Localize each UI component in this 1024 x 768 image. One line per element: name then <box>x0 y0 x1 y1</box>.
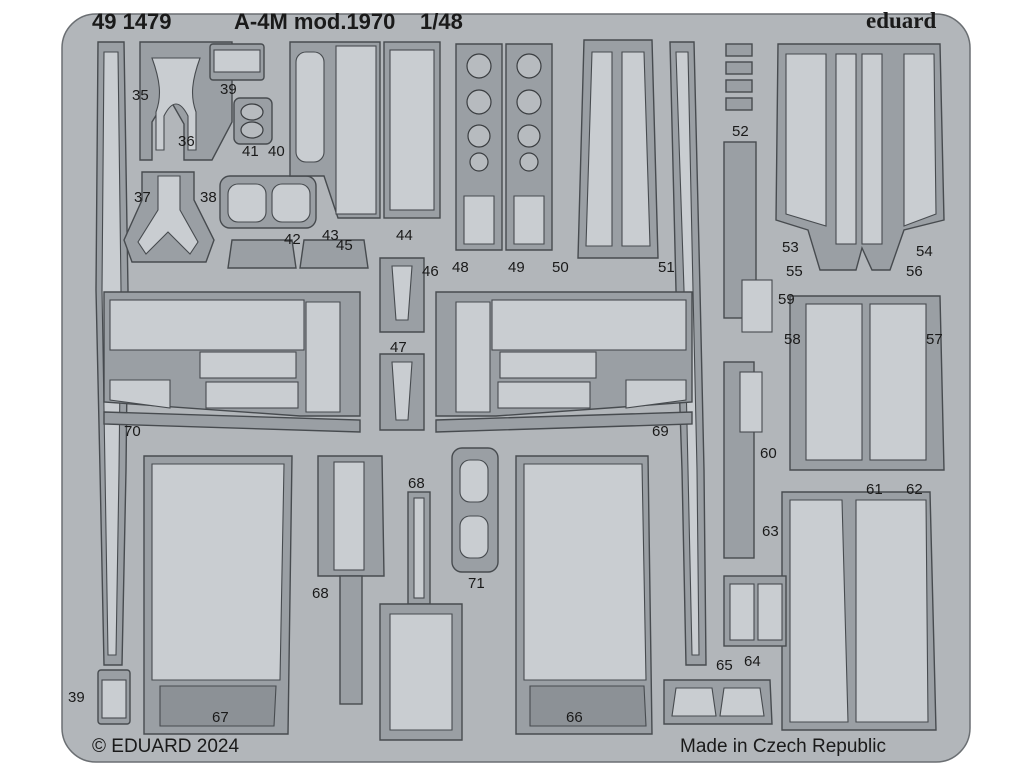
label-44: 44 <box>396 227 413 244</box>
label-70: 70 <box>124 423 141 440</box>
label-57: 57 <box>926 331 943 348</box>
label-54: 54 <box>916 243 933 260</box>
label-62: 62 <box>906 481 923 498</box>
label-35: 35 <box>132 87 149 104</box>
part-66-door <box>515 455 653 735</box>
label-64: 64 <box>744 653 761 670</box>
part-43 <box>289 41 381 219</box>
part-67-door <box>143 455 293 735</box>
catalog-number: 49 1479 <box>92 9 172 34</box>
part-59 <box>723 141 773 333</box>
part-47 <box>379 353 425 431</box>
part-60 <box>723 361 763 559</box>
label-59: 59 <box>778 291 795 308</box>
label-71: 71 <box>468 575 485 592</box>
label-48: 48 <box>452 259 469 276</box>
label-69: 69 <box>652 423 669 440</box>
label-58: 58 <box>784 331 801 348</box>
part-57-58 <box>789 295 945 471</box>
part-50-51 <box>577 39 659 259</box>
part-44 <box>383 41 441 219</box>
label-49: 49 <box>508 259 525 276</box>
part-lower-hinge-strip <box>103 411 693 433</box>
part-53-56-frame <box>775 43 945 271</box>
part-68-left <box>317 455 385 705</box>
label-53: 53 <box>782 239 799 256</box>
label-66: 66 <box>566 709 583 726</box>
part-number-labels: 35 36 39 41 40 37 38 42 43 44 45 46 47 4… <box>68 81 943 726</box>
part-37 <box>123 171 215 263</box>
part-40-41 <box>233 97 273 145</box>
label-36: 36 <box>178 133 195 150</box>
label-52: 52 <box>732 123 749 140</box>
label-55: 55 <box>786 263 803 280</box>
part-46 <box>379 257 425 333</box>
part-38-42 <box>219 175 317 229</box>
label-56: 56 <box>906 263 923 280</box>
part-45-pair <box>227 239 369 269</box>
label-37: 37 <box>134 189 151 206</box>
part-39-upper <box>209 43 265 81</box>
part-49 <box>505 43 553 251</box>
part-64 <box>723 575 787 647</box>
part-69-panel <box>435 291 693 417</box>
label-67: 67 <box>212 709 229 726</box>
part-71 <box>451 447 499 573</box>
label-63: 63 <box>762 523 779 540</box>
label-51: 51 <box>658 259 675 276</box>
label-43: 43 <box>322 227 339 244</box>
label-38: 38 <box>200 189 217 206</box>
label-40: 40 <box>268 143 285 160</box>
label-39-lower: 39 <box>68 689 85 706</box>
label-65: 65 <box>716 657 733 674</box>
copyright-text: © EDUARD 2024 <box>92 736 239 757</box>
part-52-stack <box>725 43 753 111</box>
part-61-62 <box>781 491 937 731</box>
part-65 <box>663 679 773 725</box>
label-60: 60 <box>760 445 777 462</box>
label-39-upper: 39 <box>220 81 237 98</box>
part-70-panel <box>103 291 361 417</box>
label-68-left: 68 <box>312 585 329 602</box>
label-47: 47 <box>390 339 407 356</box>
part-39-lower <box>97 669 131 725</box>
kit-scale: 1/48 <box>420 9 463 34</box>
part-68-right <box>407 491 431 605</box>
origin-text: Made in Czech Republic <box>680 736 886 757</box>
brand-logo: eduard <box>866 8 937 33</box>
part-bottom-center-block <box>379 603 463 741</box>
label-50: 50 <box>552 259 569 276</box>
part-35-36 <box>139 41 233 161</box>
kit-title: A-4M mod.1970 <box>234 9 395 34</box>
label-68-right: 68 <box>408 475 425 492</box>
label-45: 45 <box>336 237 353 254</box>
part-48 <box>455 43 503 251</box>
label-61: 61 <box>866 481 883 498</box>
label-46: 46 <box>422 263 439 280</box>
label-41: 41 <box>242 143 259 160</box>
label-42: 42 <box>284 231 301 248</box>
